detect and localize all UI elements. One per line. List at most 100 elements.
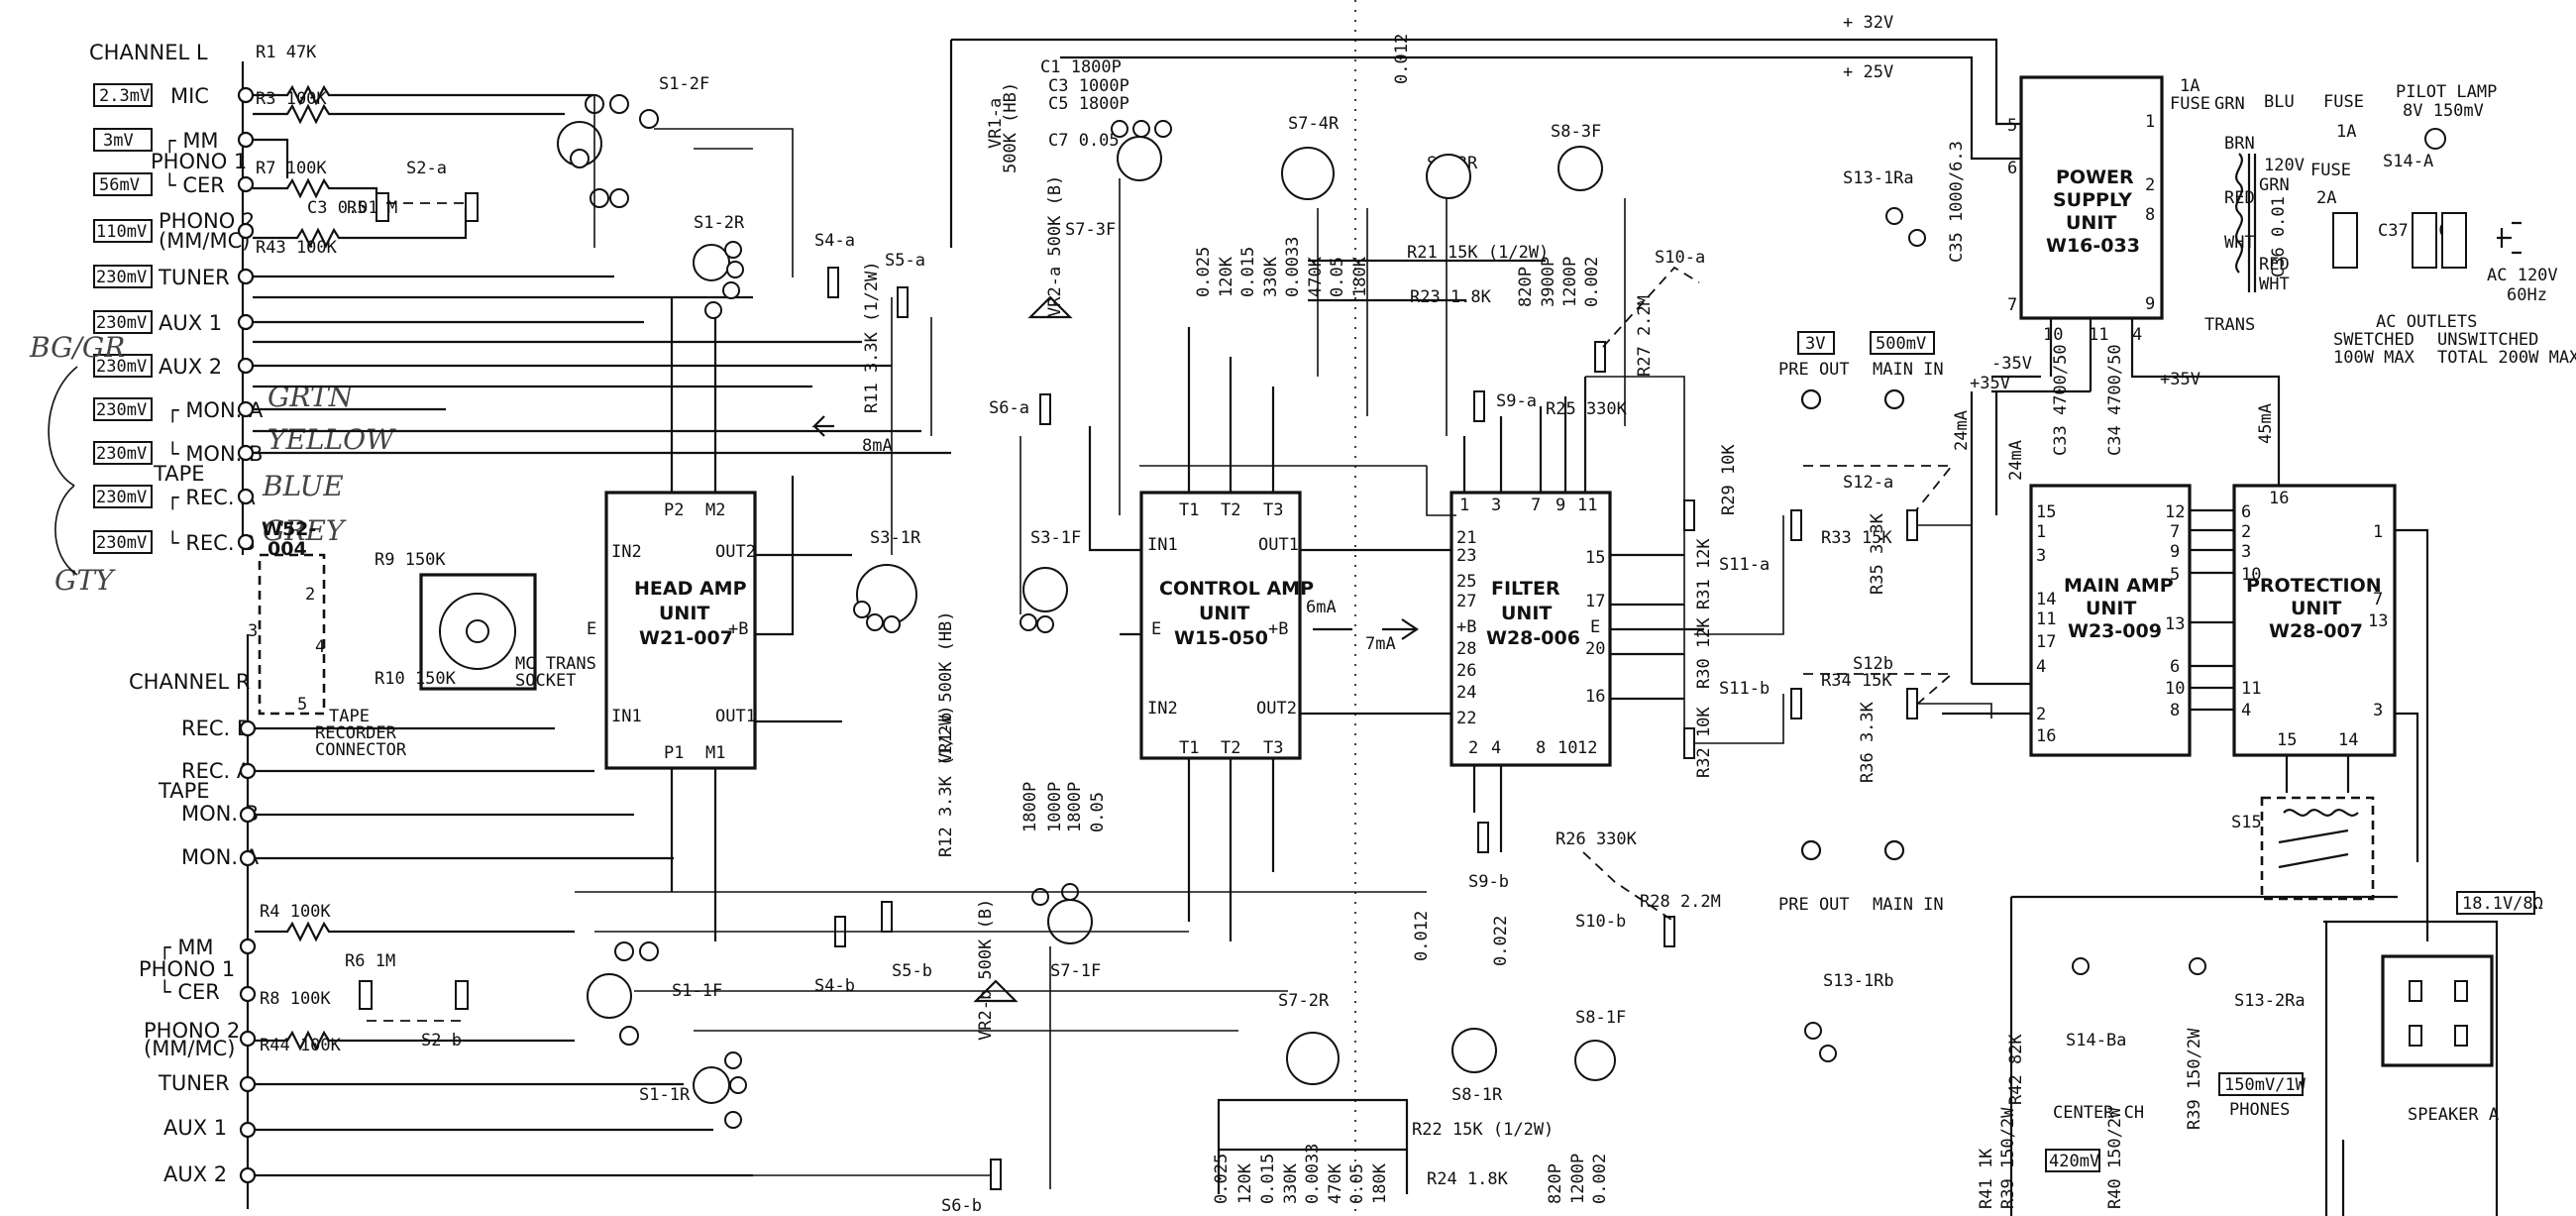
jack	[1883, 839, 1905, 861]
pin: 9	[2145, 294, 2155, 314]
jack	[237, 131, 255, 149]
comp-label: 470K	[1306, 256, 1326, 297]
pin: 1	[2036, 522, 2046, 542]
fuse-value: 1A	[2180, 76, 2200, 96]
switch-s1-1r: S1-1R	[639, 1051, 747, 1129]
potentiometer	[1027, 295, 1073, 319]
jack	[1800, 839, 1822, 861]
bus-wires-l	[253, 275, 951, 455]
slide-switch	[990, 1159, 1002, 1190]
switch-contact	[590, 188, 609, 208]
comp-label: 180K	[1350, 256, 1370, 297]
pin: 12	[2165, 502, 2185, 522]
input-label: ┌ MM	[163, 129, 219, 154]
switch-s4-a: S4-a	[814, 231, 855, 298]
pin: 16	[2269, 489, 2289, 508]
level-text: 110mV	[96, 222, 147, 242]
pin: 3	[2373, 701, 2383, 720]
pin: 15	[2277, 730, 2297, 750]
comp-label: 0.0033	[1283, 237, 1303, 297]
block-title: FILTER	[1491, 578, 1560, 600]
comp-label: 1000P	[1045, 782, 1065, 832]
comp-label: R30 12K	[1694, 617, 1714, 689]
pin: 6	[2007, 159, 2017, 178]
socket-label: MC TRANS	[515, 654, 596, 674]
comp-label: VR1-a	[986, 98, 1006, 149]
pin: T3	[1263, 500, 1283, 520]
comp-label: VR2-a 500K (B)	[1045, 175, 1065, 317]
switch-contact	[729, 1076, 747, 1094]
output-section: S14-Ba S13-2Ra 150mV/1W PHONES CENTER CH…	[1977, 891, 2543, 1216]
pin: 11	[2089, 325, 2108, 345]
jack	[239, 1166, 257, 1184]
switch-s13: S13-1Ra S13-1Rb	[1804, 168, 1926, 1062]
block-model: W16-033	[2046, 235, 2140, 257]
rail-label: -35V	[1991, 354, 2032, 374]
level-text: 420mV	[2049, 1152, 2099, 1171]
wire	[253, 138, 289, 178]
pin: 10	[2165, 679, 2185, 699]
jack	[237, 175, 255, 193]
outlet-icon	[2412, 212, 2437, 269]
comp-label: C7 0.05	[1048, 131, 1120, 151]
level-badge	[93, 354, 153, 378]
switch-contact	[619, 1026, 639, 1046]
jack	[237, 222, 255, 240]
jack	[239, 1121, 257, 1139]
current-label: 45mA	[2256, 403, 2276, 444]
rotary-switch	[1557, 146, 1603, 191]
level-badge	[1797, 331, 1835, 355]
block-title: CONTROL AMP	[1159, 578, 1314, 600]
level-badge	[93, 265, 153, 288]
tape-label-l: TAPE	[153, 462, 205, 486]
ac-plug-icon	[2497, 221, 2522, 255]
comp-label: 0.025	[1212, 1154, 1232, 1204]
jack	[237, 444, 255, 462]
mc-trans-socket: MC TRANS SOCKET R9 150K R10 150K	[375, 550, 596, 691]
level-badge	[93, 397, 153, 421]
pin: 14	[2036, 590, 2056, 609]
fuse-label: FUSE	[2170, 94, 2210, 114]
pilot-label: PILOT LAMP	[2396, 82, 2497, 102]
comp-label: C3 0.01	[307, 198, 378, 218]
level-text: 3mV	[103, 131, 134, 151]
input-label: └ CER	[163, 172, 225, 197]
comp-label: R10 150K	[375, 669, 457, 689]
pin: 3	[2241, 542, 2251, 562]
pin: 4	[2036, 657, 2046, 677]
filter-unit: FILTER UNIT W28-006 1 3 7 9 11 21 23 25 …	[1449, 377, 1704, 852]
jack	[239, 1030, 257, 1048]
switch-label: S4-b	[814, 976, 855, 996]
switch-label: S10-b	[1575, 912, 1626, 932]
outlets-label: UNSWITCHED	[2437, 330, 2538, 350]
pin: 24	[1456, 683, 1476, 703]
pin: 2	[1468, 738, 1478, 758]
pin: 2	[2036, 705, 2046, 724]
comp-label: R40 150/2W	[2105, 1107, 2125, 1209]
pin: OUT1	[715, 707, 756, 726]
pin: 5	[297, 695, 307, 715]
pin: 11	[1577, 496, 1597, 515]
level-badge	[93, 485, 153, 508]
pin: T1	[1179, 500, 1199, 520]
switch-s2-a: S2-a	[376, 159, 479, 222]
tape-recorder-connector: W52- 004 TAPE RECORDER CONNECTOR 2 3 4 5	[248, 518, 407, 760]
switch-contact	[724, 1111, 742, 1129]
pin: 14	[2338, 730, 2358, 750]
input-network-r: R4 100K R8 100K R44 100K R6 1M	[255, 902, 575, 1055]
channel-l-title: CHANNEL L	[89, 41, 208, 64]
pin: 4	[1491, 738, 1501, 758]
jack	[237, 86, 255, 104]
block-title: UNIT	[1199, 603, 1249, 624]
comp-label: R28 2.2M	[1640, 892, 1721, 912]
level-badge	[93, 219, 153, 243]
comp-label: 0.0033	[1303, 1144, 1323, 1204]
comp-label: R27 2.2M	[1635, 295, 1655, 377]
output-label: PRE OUT	[1778, 895, 1850, 915]
speaker-terminal-icon	[2409, 1025, 2422, 1047]
wire-color: RED	[2259, 255, 2290, 275]
main-amp-box	[2029, 484, 2192, 757]
pin: +B	[1268, 619, 1288, 639]
switch-label: S2-a	[406, 159, 447, 178]
switch-label: S11-a	[1719, 555, 1770, 575]
